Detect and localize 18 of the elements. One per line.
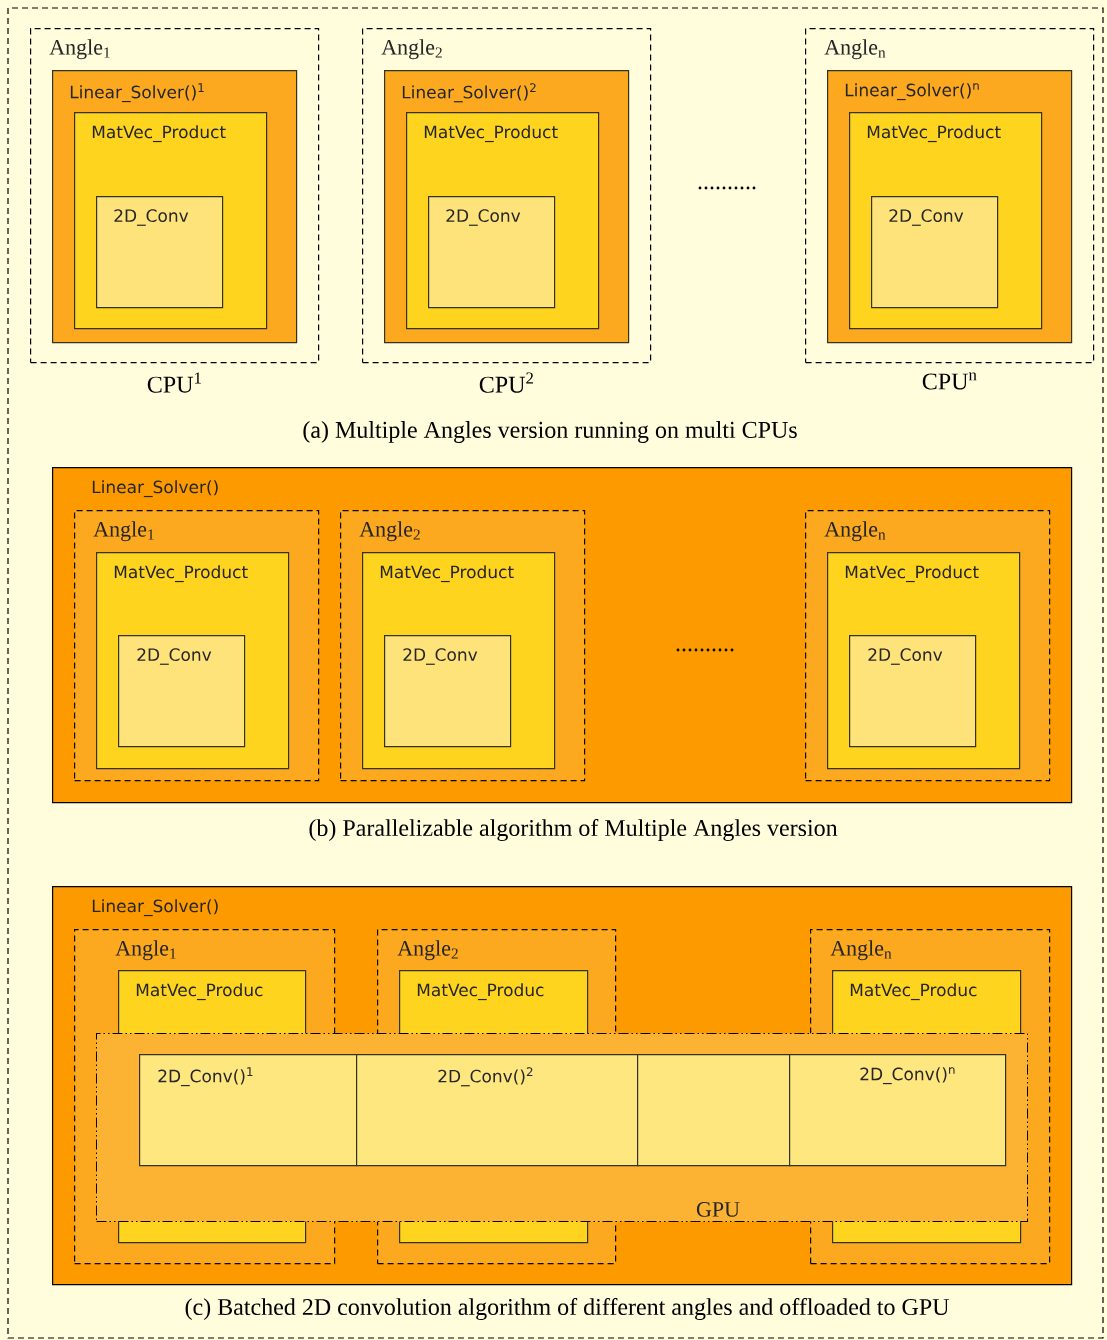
function-box: 2D_Conv()$^{n}$ <box>789 1054 1007 1167</box>
function-box: 2D_Conv()$^{2}$ <box>356 1054 639 1167</box>
ellipsis: .......... <box>698 186 756 190</box>
caption-text: CPU$^{n}$ <box>922 372 977 390</box>
function-box: 2D_Conv <box>428 196 556 309</box>
function-box: 2D_Conv <box>849 635 977 748</box>
caption-text: (b) Parallelizable algorithm of Multiple Angles version <box>309 818 838 842</box>
function-box: 2D_Conv <box>384 635 512 748</box>
function-box <box>637 1054 791 1167</box>
function-box: 2D_Conv <box>118 635 246 748</box>
caption-text: CPU$^{1}$ <box>147 372 201 393</box>
function-box: 2D_Conv <box>871 196 999 309</box>
caption-text: CPU$^{2}$ <box>479 372 533 393</box>
function-box: 2D_Conv()$^{1}$ <box>139 1054 358 1167</box>
caption-text: (c) Batched 2D convolution algorithm of different angles and offloaded to GPU <box>185 1298 949 1321</box>
caption-text: (a) Multiple Angles version running on multi CPUs <box>303 421 797 443</box>
ellipsis: .......... <box>676 648 734 652</box>
function-box: 2D_Conv <box>96 196 224 309</box>
